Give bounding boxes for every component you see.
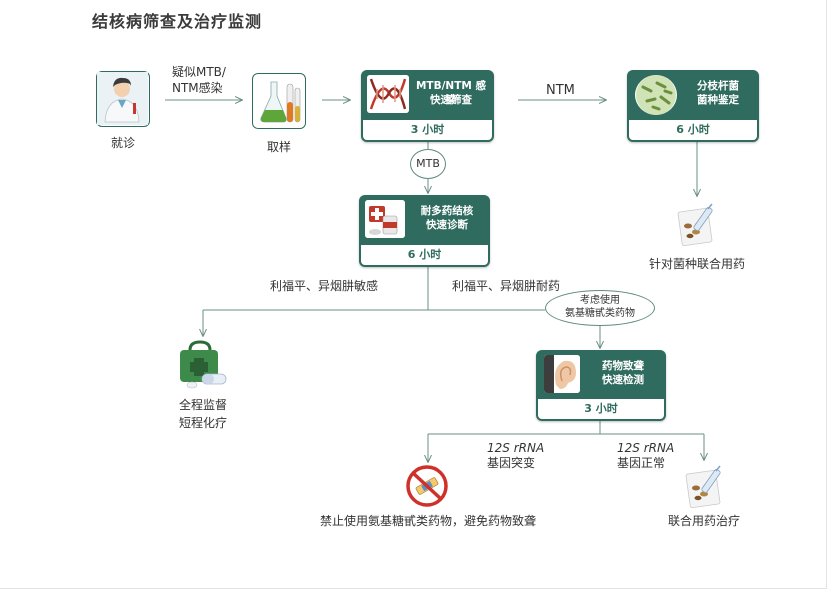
card-mdr-line1: 耐多药结核 — [420, 205, 474, 217]
card-screen-line1: MTB/NTM 感染 — [415, 80, 486, 106]
medicine-kit-icon — [365, 200, 405, 238]
page-title: 结核病筛查及治疗监测 — [92, 12, 263, 31]
monitor-line2: 短程化疗 — [178, 416, 227, 430]
bacteria-icon — [636, 75, 676, 115]
targeted-icon-wrap — [672, 200, 720, 252]
consider-line2: 氨基糖甙类药物 — [565, 308, 635, 319]
edge-label-normal-text: 基因正常 — [617, 456, 666, 470]
monitor-line1: 全程监督 — [178, 398, 227, 412]
mtb-branch-node: MTB — [410, 149, 446, 179]
card-mdr-thumb — [365, 200, 405, 238]
edge-label-normal-gene: 12S rRNA — [617, 441, 675, 455]
ban-icon-wrap — [404, 464, 450, 512]
card-screen-time: 3 小时 — [363, 120, 492, 140]
card-screen-line2: 快速筛查 — [430, 94, 472, 106]
test-tube-icon — [260, 81, 301, 123]
card-species-line2: 菌种鉴定 — [697, 94, 739, 106]
card-species-time: 6 小时 — [629, 120, 757, 140]
visit-icon-box — [96, 71, 150, 127]
visit-label: 就诊 — [110, 136, 135, 150]
doctor-icon — [97, 72, 148, 125]
edge-label-suspect-line1: 疑似MTB/ — [172, 65, 226, 79]
card-mdr-line2: 快速诊断 — [426, 219, 468, 231]
edge-label-mutation-gene: 12S rRNA — [487, 441, 545, 455]
sample-icon-box — [252, 73, 306, 129]
card-species-thumb — [635, 75, 677, 115]
sample-label: 取样 — [266, 140, 291, 154]
card-deaf-thumb — [544, 355, 580, 393]
consider-aminoglycoside-node: 考虑使用 氨基糖甙类药物 — [545, 290, 655, 326]
edge-label-ntm: NTM — [546, 83, 575, 98]
combo-label: 联合用药治疗 — [667, 514, 740, 528]
card-mdr-time: 6 小时 — [361, 245, 488, 265]
pills-syringe-icon — [685, 465, 721, 509]
combo-icon-wrap — [680, 462, 728, 514]
card-deaf-line1: 药物致聋 — [602, 360, 644, 372]
monitor-icon-wrap — [176, 340, 230, 394]
ban-label: 禁止使用氨基糖甙类药物，避免药物致聋 — [319, 514, 536, 528]
card-species-line1: 分枝杆菌 — [697, 80, 739, 92]
edge-label-mutation-text: 基因突变 — [487, 456, 536, 470]
card-deaf-line2: 快速检测 — [602, 374, 644, 386]
targeted-label: 针对菌种联合用药 — [648, 257, 745, 271]
card-mdr: 耐多药结核 快速诊断 6 小时 — [359, 195, 490, 267]
ear-icon — [544, 355, 580, 393]
card-deaf-time: 3 小时 — [538, 399, 664, 419]
dna-icon — [367, 75, 409, 113]
card-screen-thumb — [367, 75, 409, 113]
edge-label-suspect-line2: NTM感染 — [172, 81, 223, 95]
card-deaf: 药物致聋 快速检测 3 小时 — [536, 350, 666, 421]
no-injection-icon — [406, 465, 448, 507]
pills-syringe-icon — [677, 203, 713, 247]
card-species: 分枝杆菌 菌种鉴定 6 小时 — [627, 70, 759, 142]
edge-label-sensitive: 利福平、异烟肼敏感 — [270, 279, 379, 293]
edge-label-resistant: 利福平、异烟肼耐药 — [452, 279, 561, 293]
consider-line1: 考虑使用 — [580, 295, 620, 306]
card-screen: MTB/NTM 感染 快速筛查 3 小时 — [361, 70, 494, 142]
medicine-bag-icon — [180, 340, 227, 389]
